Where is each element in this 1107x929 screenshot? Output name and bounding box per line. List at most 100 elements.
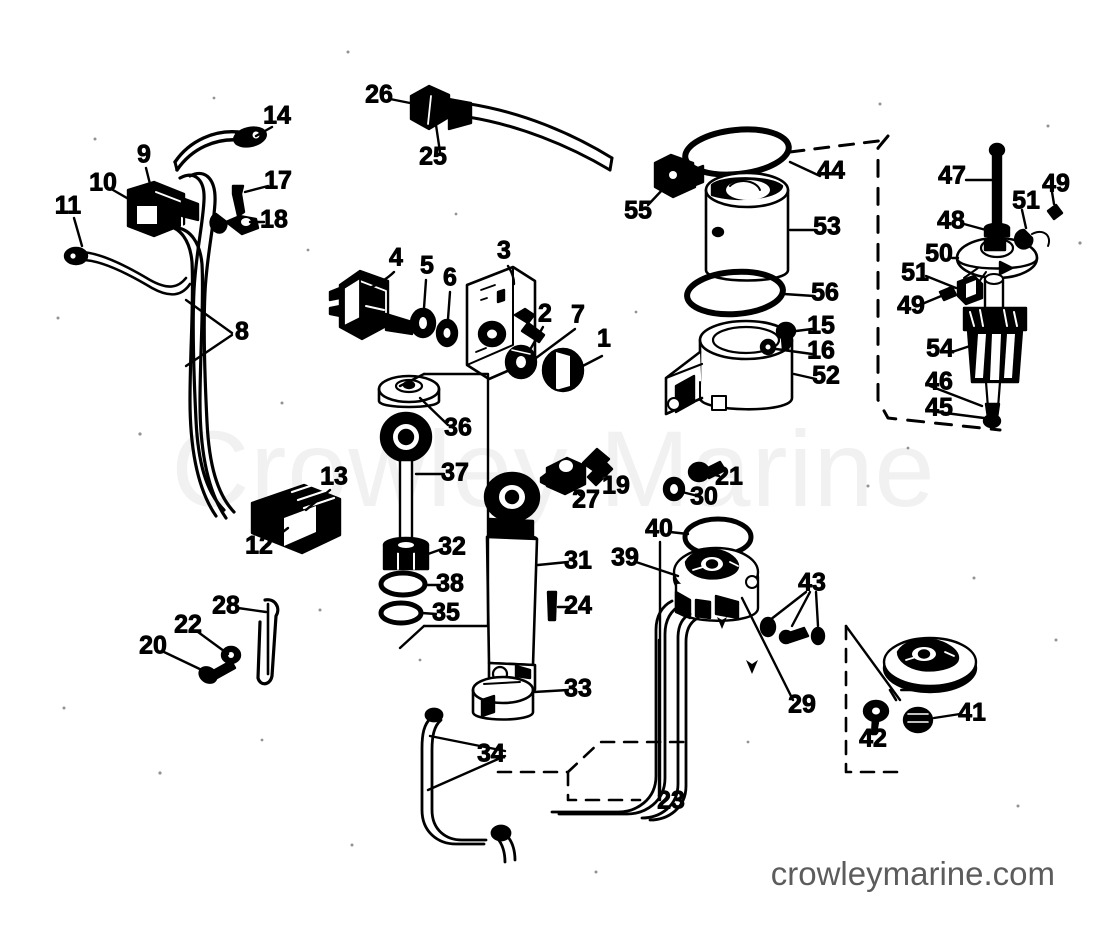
part-33-clamp (471, 675, 535, 721)
callout-number: 2 (538, 300, 552, 328)
callout-number: 52 (812, 362, 840, 390)
part-12-13-plug-connector (250, 480, 342, 555)
callout-number: 4 (389, 244, 403, 272)
callout-number: 49 (1042, 170, 1070, 198)
part-49-brush-spring-upper (1046, 203, 1064, 221)
callout-number: 19 (602, 472, 630, 500)
part-55-fitting (653, 153, 705, 199)
part-34-hydraulic-line (420, 707, 517, 864)
callout-number: 15 (807, 312, 835, 340)
part-46-45-shaft-end (982, 402, 1002, 429)
callout-number: 9 (137, 141, 151, 169)
callout-number: 30 (690, 483, 718, 511)
callout-number: 5 (420, 252, 434, 280)
callout-number: 53 (813, 213, 841, 241)
part-1-bushing (541, 347, 585, 393)
callout-number: 22 (174, 611, 202, 639)
callout-number: 21 (715, 463, 743, 491)
callout-number: 6 (443, 264, 457, 292)
part-7-grommet (504, 344, 538, 380)
part-50-end-cap (955, 232, 1039, 287)
callout-number: 14 (263, 102, 291, 130)
callout-number: 56 (811, 279, 839, 307)
part-31-hydraulic-cylinder (483, 471, 541, 696)
callout-number: 31 (564, 547, 592, 575)
callout-number: 54 (926, 335, 954, 363)
callout-number: 18 (260, 206, 288, 234)
part-19-bolt (581, 447, 614, 487)
callout-number: 40 (645, 515, 673, 543)
part-8-wiring-harness (166, 171, 236, 520)
part-54-armature (962, 273, 1028, 410)
callout-number: 46 (925, 368, 953, 396)
part-51-brush-lower (956, 274, 984, 306)
part-53-cylinder (704, 171, 790, 282)
part-39-pump-body (672, 546, 760, 622)
part-17-screw (231, 184, 246, 218)
callout-number: 33 (564, 675, 592, 703)
part-15-screw (775, 321, 797, 352)
part-24-pin (546, 590, 558, 622)
callout-number: 51 (901, 259, 929, 287)
direction-arrows (717, 598, 758, 674)
part-51-brush-upper (1013, 228, 1050, 250)
part-20-22-28-hardware (198, 598, 280, 686)
callout-number: 11 (55, 192, 82, 220)
part-18-clip-terminal (209, 212, 260, 236)
callout-number: 24 (564, 592, 592, 620)
callout-number: 13 (320, 463, 348, 491)
dashed-group-reservoir (788, 138, 888, 154)
part-44-o-ring (682, 126, 792, 178)
dashed-group-armature (876, 134, 1002, 432)
callout-number: 1 (597, 325, 611, 353)
callout-number: 10 (89, 169, 117, 197)
part-30-washer (662, 476, 686, 502)
callout-number: 26 (365, 81, 393, 109)
callout-number: 28 (212, 592, 240, 620)
callout-number: 44 (817, 157, 845, 185)
part-hose-line (466, 102, 614, 172)
part-43-hardware (759, 616, 826, 646)
part-11-ring-terminal-lead (63, 246, 192, 296)
callout-number: 27 (572, 486, 600, 514)
bracket-lines (658, 540, 902, 802)
part-4-toggle-switch (328, 269, 414, 341)
callout-number: 42 (859, 725, 887, 753)
callout-number: 17 (264, 167, 292, 195)
part-25-26-hose-fitting (409, 84, 473, 131)
part-32-seal-nut (382, 536, 430, 571)
part-37-shaft (379, 411, 433, 550)
callout-number: 41 (958, 699, 986, 727)
callout-number: 3 (497, 237, 511, 265)
callout-number: 7 (571, 301, 585, 329)
dashed-group-lines (496, 624, 932, 802)
callout-number: 47 (938, 162, 966, 190)
part-2-bolt (513, 307, 546, 344)
part-41-42-valve-detail (862, 636, 978, 736)
callout-number: 45 (925, 394, 953, 422)
part-27-fitting (539, 456, 587, 496)
part-49-brush-spring-lower (938, 285, 958, 302)
callout-number: 55 (624, 197, 652, 225)
part-23-hydraulic-lines (550, 599, 700, 822)
scan-noise (56, 50, 1082, 874)
part-6-washer (435, 318, 459, 348)
callout-number: 29 (788, 691, 816, 719)
part-47-48-shaft (983, 142, 1011, 238)
callout-number: 20 (139, 632, 167, 660)
callout-number: 23 (657, 787, 685, 815)
part-36-piston-cap (377, 374, 441, 409)
group-brackets (398, 372, 490, 650)
callout-number: 37 (441, 459, 469, 487)
part-5-nut (409, 307, 437, 339)
callout-number: 36 (444, 414, 472, 442)
callout-number: 43 (798, 569, 826, 597)
callout-number: 16 (807, 337, 835, 365)
callout-number: 25 (419, 143, 447, 171)
callout-number: 49 (897, 292, 925, 320)
part-52-pump-housing (664, 319, 794, 416)
part-56-o-ring (684, 268, 786, 318)
